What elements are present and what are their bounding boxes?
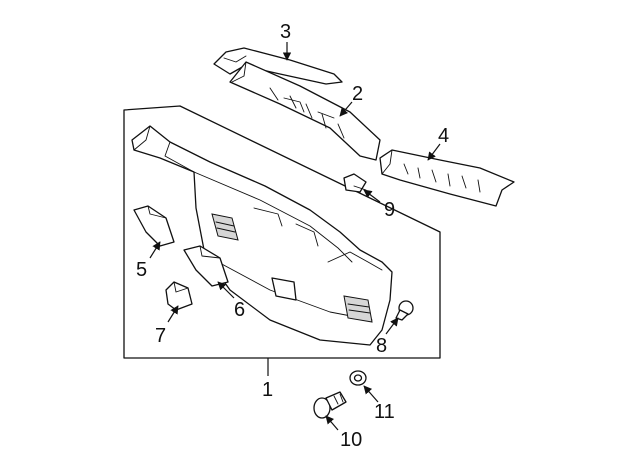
clip-cover bbox=[165, 281, 193, 311]
callout-7: 7 bbox=[155, 325, 166, 347]
leader-lines bbox=[149, 42, 441, 431]
leader-11 bbox=[363, 385, 379, 403]
leader-2 bbox=[339, 101, 353, 117]
nut-11 bbox=[349, 370, 367, 386]
upper-trim-strip bbox=[213, 47, 343, 85]
callout-2: 2 bbox=[352, 83, 363, 105]
leader-7 bbox=[167, 305, 179, 323]
callout-3: 3 bbox=[280, 21, 291, 43]
callout-4: 4 bbox=[438, 125, 449, 147]
callout-8: 8 bbox=[376, 335, 387, 357]
leader-9 bbox=[363, 189, 381, 203]
leader-8 bbox=[385, 317, 399, 335]
callout-10: 10 bbox=[340, 429, 362, 451]
bolt-10 bbox=[313, 391, 347, 419]
leader-6 bbox=[217, 281, 235, 299]
trim-panel bbox=[131, 125, 393, 346]
push-pin-8 bbox=[395, 300, 414, 321]
callout-6: 6 bbox=[234, 299, 245, 321]
leader-5 bbox=[149, 241, 161, 259]
clip-9 bbox=[343, 173, 367, 193]
callout-5: 5 bbox=[136, 259, 147, 281]
callout-9: 9 bbox=[384, 199, 395, 221]
side-trim-strip bbox=[379, 149, 515, 207]
callout-1: 1 bbox=[262, 379, 273, 401]
leader-10 bbox=[325, 415, 339, 431]
left-cover bbox=[133, 205, 175, 247]
assembly-box bbox=[123, 105, 441, 359]
callout-11: 11 bbox=[374, 401, 395, 423]
leader-4 bbox=[427, 143, 441, 161]
right-cover bbox=[183, 245, 229, 287]
garnish-strip bbox=[229, 61, 381, 161]
callout-labels: 1 2 3 4 5 6 7 8 9 10 11 bbox=[136, 21, 449, 451]
